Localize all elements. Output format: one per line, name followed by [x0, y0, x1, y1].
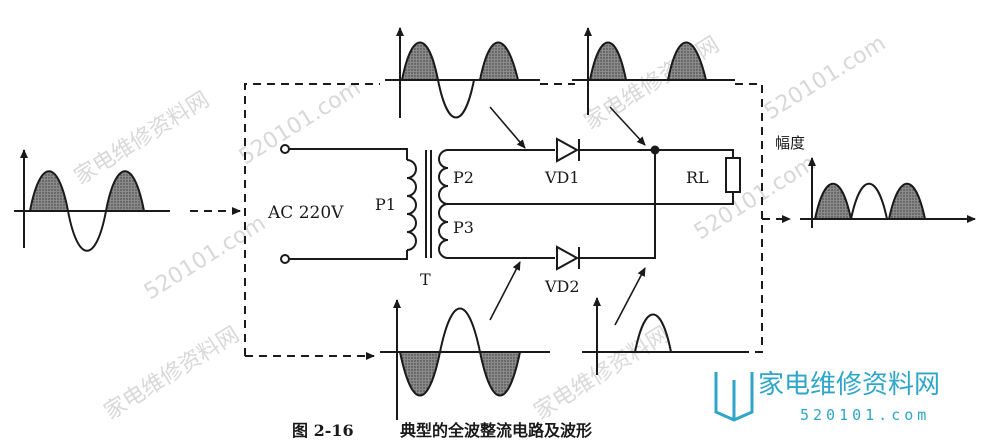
label-ac-source: AC 220V: [267, 203, 344, 223]
label-secondary-top: P2: [453, 168, 474, 187]
watermark-url: 520101.com: [140, 211, 270, 305]
watermark-url: 520101.com: [690, 151, 820, 245]
load-resistor: [725, 157, 741, 193]
site-logo: 家电维修资料网 520101.com: [714, 370, 940, 424]
primary-coil: [406, 159, 417, 251]
waveform-top-right: [572, 27, 735, 115]
waveform-output: [800, 157, 976, 228]
watermark-url: 520101.com: [235, 76, 365, 170]
watermark-url: 520101.com: [760, 31, 890, 125]
logo-subtitle: 520101.com: [800, 406, 930, 424]
circuit-labels: AC 220V P1 P2 P3 T VD1 VD2 RL 幅度: [267, 134, 805, 296]
pointer-arrows: [489, 106, 646, 326]
diode-vd1: [556, 137, 580, 163]
input-terminal: [280, 254, 290, 264]
caption-title: 典型的全波整流电路及波形: [400, 421, 592, 440]
label-amplitude: 幅度: [775, 134, 805, 152]
label-primary: P1: [375, 195, 396, 214]
watermark-text: 家电维修资料网: [70, 87, 214, 190]
waveform-top-left: [385, 27, 540, 119]
logo-title: 家电维修资料网: [758, 370, 940, 400]
figure-caption: 图 2-16 典型的全波整流电路及波形: [292, 421, 592, 440]
watermark-text: 家电维修资料网: [530, 322, 674, 425]
label-diode-vd1: VD1: [544, 168, 580, 187]
label-transformer: T: [420, 270, 431, 289]
diode-vd2: [556, 245, 580, 271]
circuit: [280, 137, 741, 271]
waveform-bottom-left: [380, 299, 550, 420]
waveform-bottom-right: [582, 297, 745, 375]
input-terminal: [280, 144, 290, 154]
label-diode-vd2: VD2: [544, 277, 580, 296]
label-secondary-bottom: P3: [453, 218, 474, 237]
caption-figure-number: 图 2-16: [292, 421, 354, 440]
waveforms: [14, 27, 976, 420]
book-icon: [714, 372, 754, 422]
watermark: 家电维修资料网 520101.com 家电维修资料网 520101.com 52…: [70, 31, 890, 425]
waveform-input: [14, 149, 170, 252]
label-load: RL: [686, 168, 709, 187]
signal-frame: [190, 83, 791, 360]
watermark-text: 家电维修资料网: [100, 322, 244, 425]
secondary-coil: [438, 149, 449, 259]
